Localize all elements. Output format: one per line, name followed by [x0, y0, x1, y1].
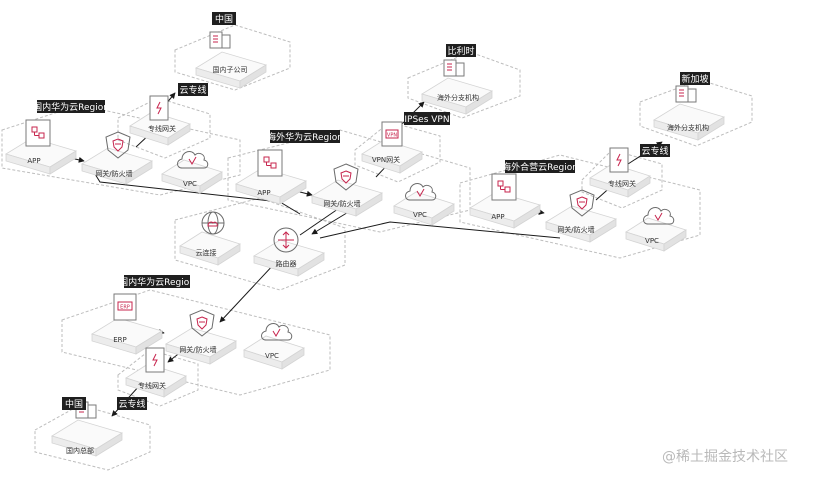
tag-belgium: 比利时 — [446, 44, 476, 57]
dc-gateway-bottom-label: 专线网关 — [138, 381, 166, 390]
vpc-cn-label: VPC — [183, 180, 197, 188]
tag-ipsec-vpn: IPSes VPN — [404, 112, 450, 125]
node-fw-cn: 网关/防火墙 — [81, 131, 153, 185]
overseas-branch-belgium-label: 海外分支机构 — [437, 93, 479, 102]
vpc-overseas-label: VPC — [413, 211, 427, 219]
node-dc-gateway-bottom: 专线网关 — [125, 347, 187, 398]
tag-china-bottom: 中国 — [62, 397, 86, 410]
vpn-gateway-label: VPN网关 — [372, 155, 400, 164]
region-tag-overseas: 海外华为云Region — [267, 130, 343, 143]
svg-text:云专线: 云专线 — [179, 84, 206, 96]
erp-label: ERP — [113, 336, 127, 344]
node-fw-overseas: 网关/防火墙 — [311, 163, 383, 217]
overseas-branch-singapore-label: 海外分支机构 — [667, 123, 709, 132]
tag-direct-connect-top: 云专线 — [178, 83, 208, 96]
erp-card-label: ERP — [120, 305, 130, 311]
node-app-partner: APP — [469, 173, 541, 229]
svg-text:IPSes VPN: IPSes VPN — [404, 115, 449, 125]
zone-vpngw — [354, 121, 441, 183]
region-tag-cn-domestic-bottom: 国内华为云Region — [119, 275, 195, 288]
node-overseas-branch-singapore: 海外分支机构 — [653, 85, 725, 141]
dc-gateway-partner-label: 专线网关 — [608, 179, 636, 188]
zone-dcgw-cn — [117, 97, 211, 159]
node-overseas-branch-belgium: 海外分支机构 — [421, 59, 493, 115]
node-app-overseas: APP — [235, 149, 307, 205]
node-cloud-connect: 云连接 — [179, 211, 241, 266]
node-domestic-hq: 国内总部 — [51, 401, 123, 457]
tag-china-top: 中国 — [212, 12, 236, 25]
router-label: 路由器 — [276, 259, 297, 268]
app-partner-label: APP — [491, 213, 504, 221]
node-vpc-partner: VPC — [625, 207, 687, 252]
node-fw-bottom: 网关/防火墙 — [165, 309, 237, 365]
domestic-subsidiary-label: 国内子公司 — [213, 65, 248, 74]
svg-text:中国: 中国 — [65, 398, 83, 410]
vpc-bottom-label: VPC — [265, 352, 279, 360]
svg-text:新加坡: 新加坡 — [681, 73, 708, 85]
node-router: 路由器 — [253, 227, 325, 277]
svg-text:国内华为云Region: 国内华为云Region — [33, 101, 109, 113]
zone-cn-domestic-bottom — [61, 289, 331, 396]
fw-bottom-label: 网关/防火墙 — [179, 345, 216, 354]
watermark: @稀土掘金技术社区 — [662, 449, 788, 465]
tag-direct-connect-bottom: 云专线 — [117, 397, 147, 410]
app-cn-label: APP — [27, 157, 40, 165]
zone-overseas-partner — [459, 154, 701, 259]
node-vpn-gateway: VPN网关 — [361, 121, 423, 174]
node-domestic-subsidiary: 国内子公司 — [195, 31, 267, 89]
svg-text:比利时: 比利时 — [447, 45, 474, 57]
node-erp: ERP ERP — [91, 293, 163, 355]
vpc-partner-label: VPC — [645, 237, 659, 245]
tag-direct-connect-right: 云专线 — [640, 144, 670, 157]
node-dc-gateway-partner: 专线网关 — [589, 147, 651, 198]
node-vpc-overseas: VPC — [393, 183, 455, 226]
svg-text:海外合营云Region: 海外合营云Region — [502, 161, 578, 173]
dc-gateway-cn-label: 专线网关 — [148, 124, 176, 133]
cloud-connect-label: 云连接 — [196, 248, 217, 257]
region-tag-overseas-partner: 海外合营云Region — [502, 160, 578, 173]
domestic-hq-label: 国内总部 — [66, 446, 94, 455]
fw-cn-label: 网关/防火墙 — [95, 169, 132, 178]
svg-text:中国: 中国 — [215, 13, 233, 25]
svg-text:国内华为云Region: 国内华为云Region — [119, 276, 195, 288]
svg-text:海外华为云Region: 海外华为云Region — [267, 131, 343, 143]
node-dc-gateway-cn: 专线网关 — [129, 95, 191, 146]
node-fw-partner: 网关/防火墙 — [545, 189, 617, 243]
fw-overseas-label: 网关/防火墙 — [323, 199, 360, 208]
node-vpc-cn: VPC — [161, 151, 223, 194]
app-overseas-label: APP — [257, 189, 270, 197]
svg-text:云专线: 云专线 — [118, 398, 145, 410]
fw-partner-label: 网关/防火墙 — [557, 225, 594, 234]
node-app-cn: APP — [5, 119, 77, 175]
svg-text:云专线: 云专线 — [641, 145, 668, 157]
tag-singapore: 新加坡 — [680, 72, 710, 85]
region-tag-cn-domestic: 国内华为云Region — [33, 100, 109, 113]
node-vpc-bottom: VPC — [243, 323, 305, 370]
